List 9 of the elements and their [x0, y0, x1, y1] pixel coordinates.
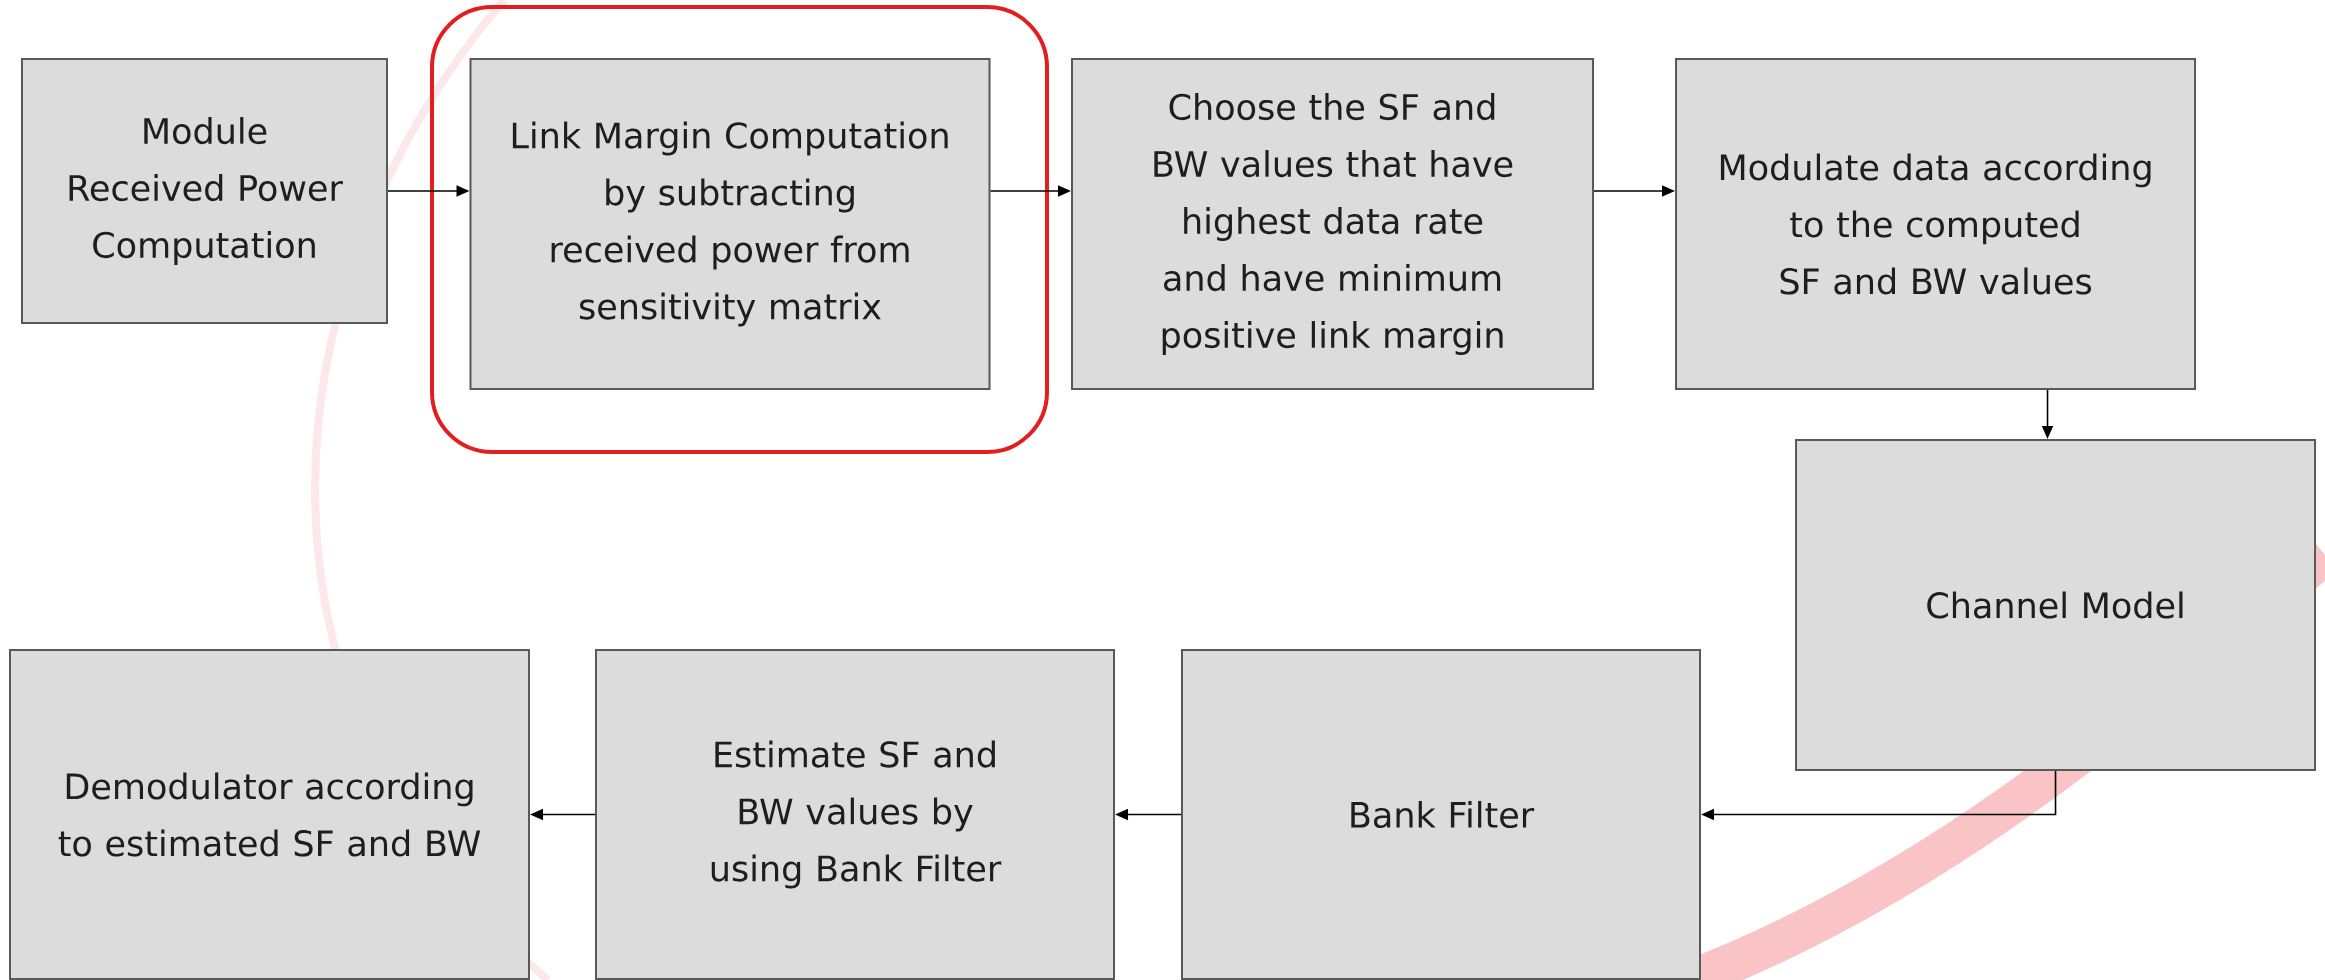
process-box: Link Margin Computation by subtracting received power from sensitivity matrix	[469, 58, 991, 390]
highlight-frame	[430, 5, 1049, 454]
process-box: Estimate SF and BW values by using Bank Filter	[595, 649, 1115, 980]
process-box: Choose the SF and BW values that have highest data rate and have minimum positive link margin	[1071, 58, 1594, 390]
process-box: Demodulator according to estimated SF and BW	[9, 649, 530, 980]
process-box: Module Received Power Computation	[21, 58, 388, 324]
process-box: Modulate data according to the computed SF and BW values	[1675, 58, 2197, 390]
process-box: Channel Model	[1795, 439, 2317, 771]
process-box: Bank Filter	[1181, 649, 1701, 980]
